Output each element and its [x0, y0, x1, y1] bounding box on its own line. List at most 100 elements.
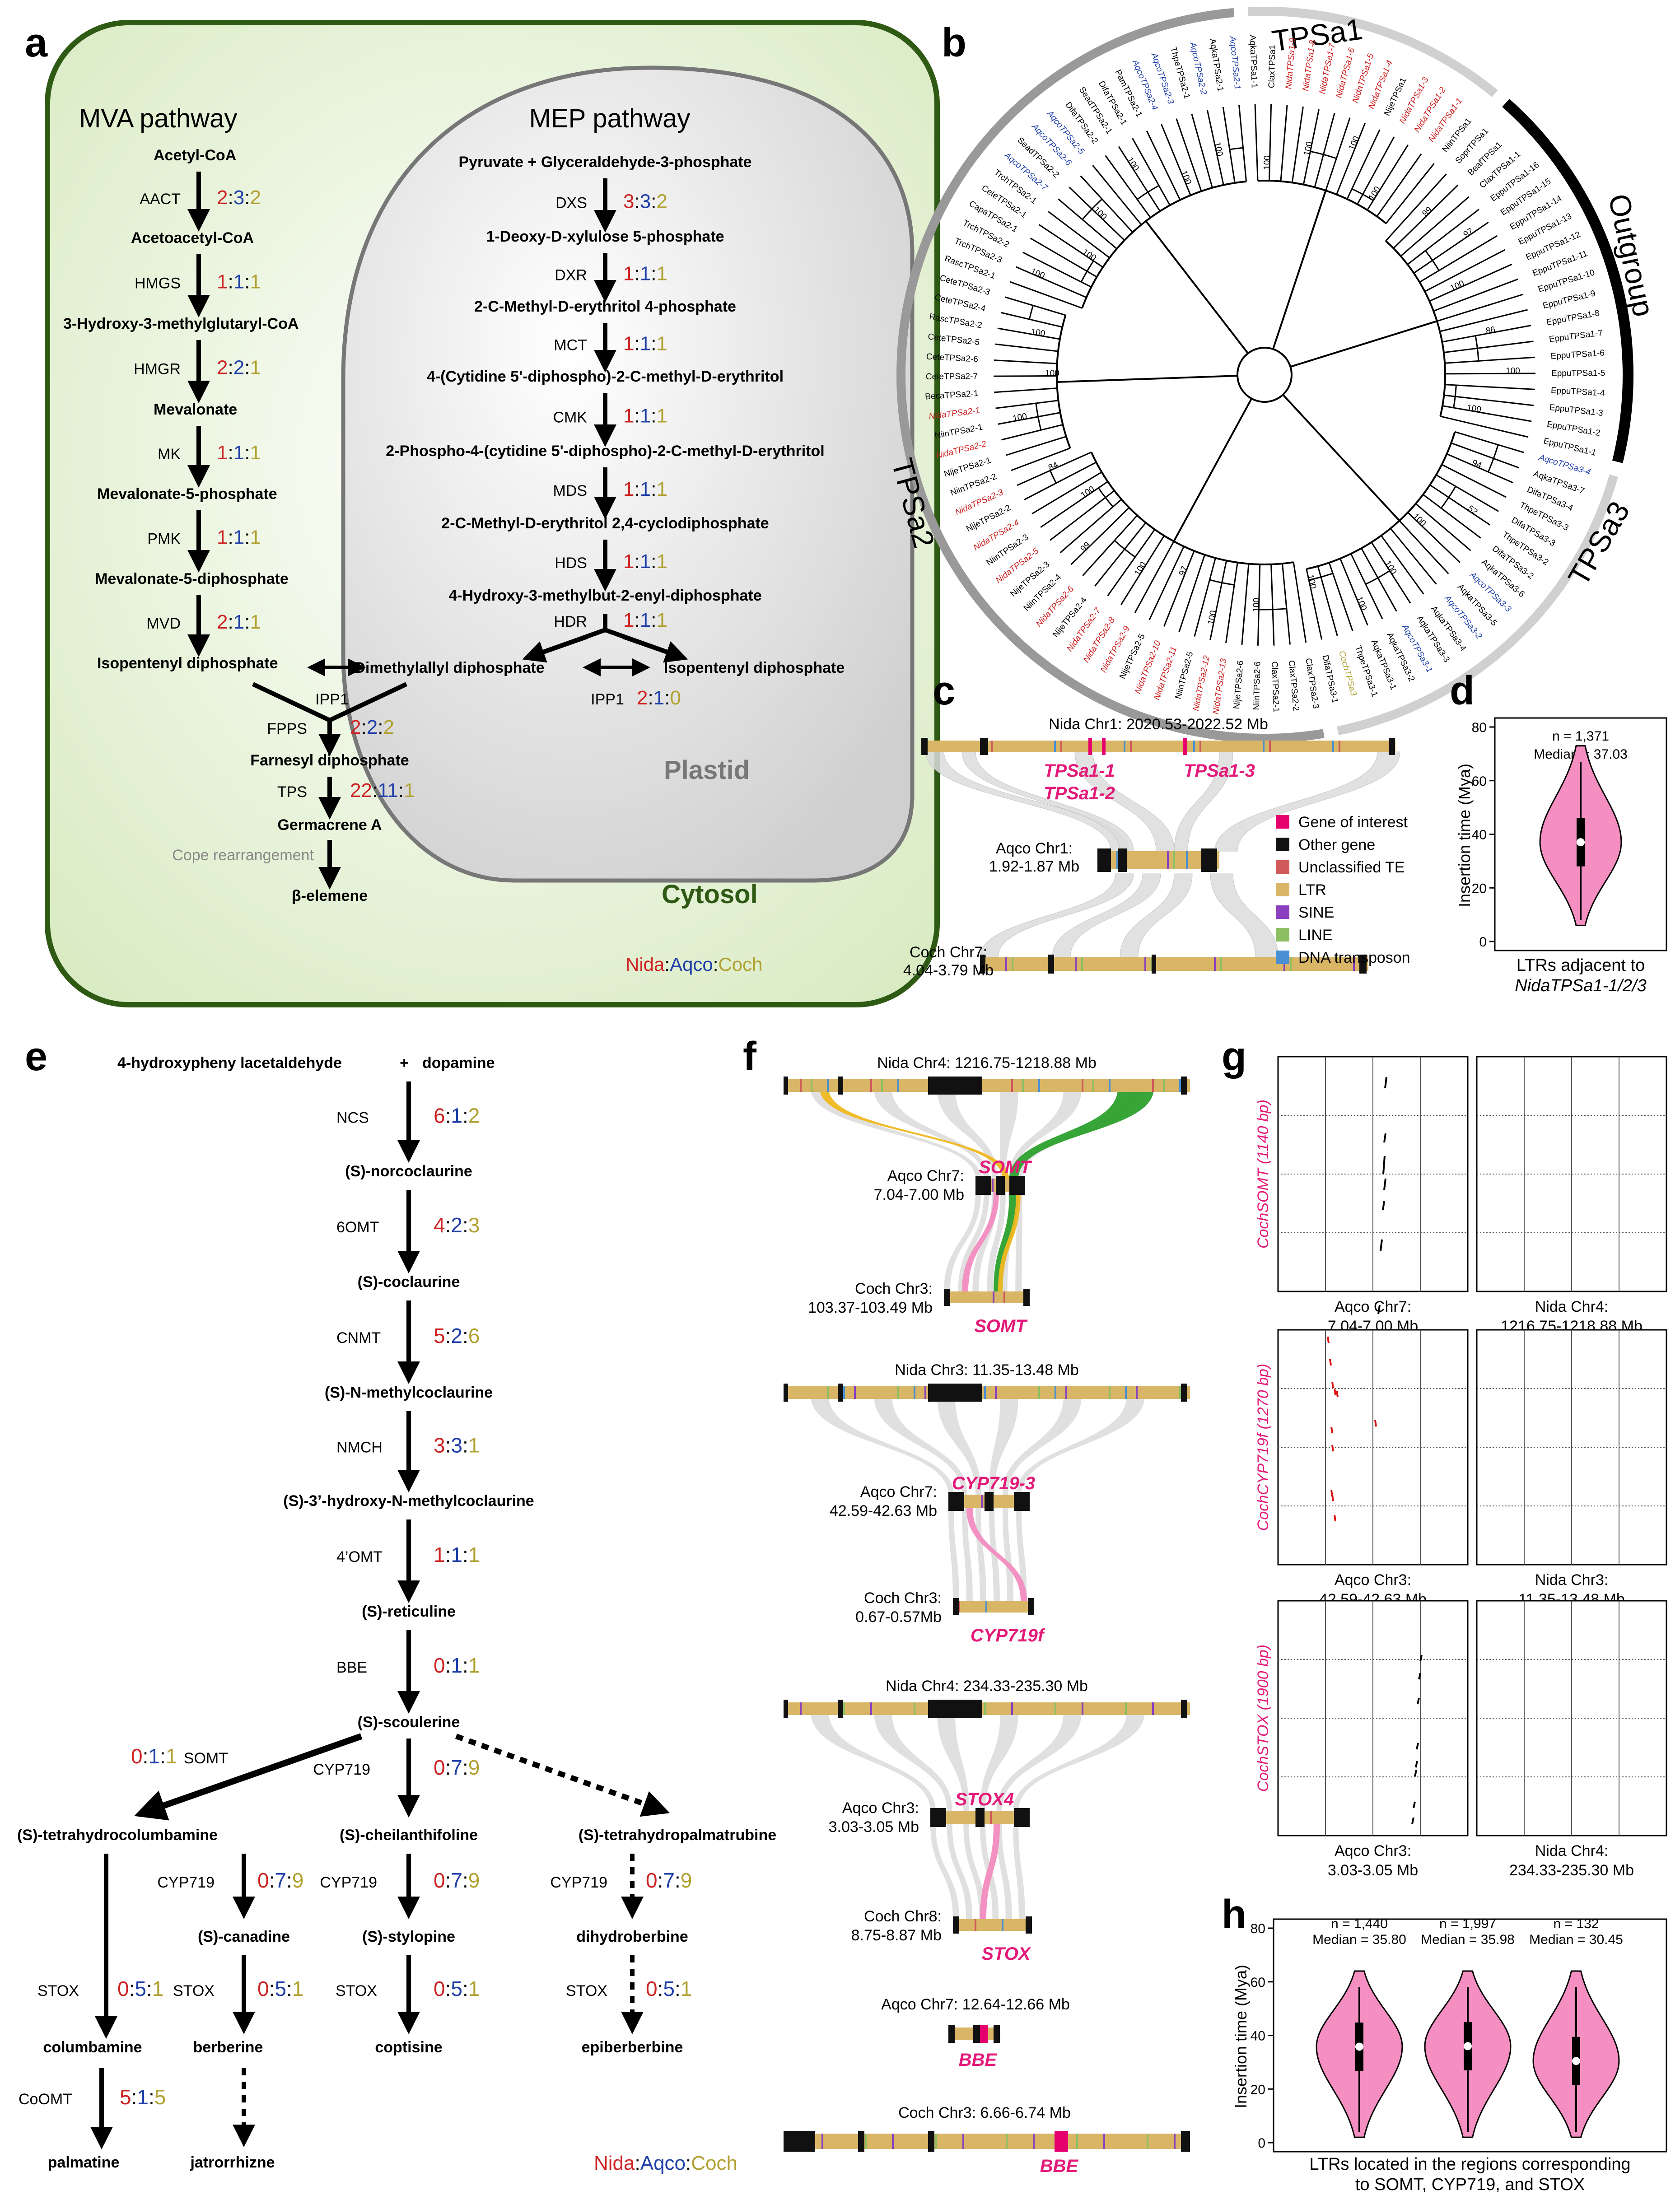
gene-feature	[1014, 1808, 1030, 1827]
gene-feature	[1023, 1289, 1030, 1306]
enzyme-label: AACT	[140, 191, 181, 208]
gene-feature	[928, 1700, 982, 1718]
violin-median	[1355, 2042, 1363, 2051]
dotplot-hit	[1331, 1494, 1334, 1501]
gene-count: 1:1:1	[623, 478, 667, 500]
gene-count: 5:1:5	[120, 2085, 166, 2109]
tree-branch	[1225, 562, 1238, 643]
gene-feature	[784, 1384, 788, 1402]
enzyme-label: CYP719	[320, 1874, 377, 1891]
gene-feature	[1201, 848, 1217, 872]
te-feature	[843, 1702, 845, 1715]
enzyme-label: CNMT	[336, 1329, 381, 1347]
enzyme-label: STOX	[336, 1982, 377, 2000]
gene-name: TPSa1-1	[1044, 761, 1115, 781]
tree-branch	[1280, 104, 1288, 182]
metabolite: Mevalonate-5-diphosphate	[95, 570, 289, 587]
enzyme-label: 4’OMT	[336, 1548, 383, 1566]
enzyme-label: MCT	[554, 337, 587, 354]
tree-branch	[1081, 180, 1246, 309]
reaction-arrow	[622, 634, 688, 663]
x-axis-label: NidaTPSa1-1/2/3	[1515, 976, 1647, 995]
tree-leaf: NiinTPSa2-5	[1173, 651, 1195, 700]
synteny-link	[975, 1508, 986, 1601]
metabolite: 4-(Cytidine 5'-diphospho)-2-C-methyl-D-e…	[427, 368, 784, 385]
tree-branch	[1107, 529, 1156, 597]
tree-branch	[1445, 373, 1535, 375]
metabolite: (S)-reticuline	[362, 1603, 456, 1620]
tree-branch	[1229, 147, 1243, 150]
legend-label: Gene of interest	[1298, 814, 1408, 831]
te-feature	[800, 1079, 802, 1092]
te-feature	[991, 741, 993, 752]
te-feature	[800, 1386, 802, 1399]
track-label: Nida Chr4: 1216.75-1218.88 Mb	[877, 1054, 1097, 1072]
tree-branch	[1092, 165, 1142, 225]
tree-branch	[1058, 198, 1117, 250]
track-label: Coch Chr3: 6.66-6.74 Mb	[898, 2104, 1071, 2121]
te-feature	[1144, 957, 1146, 971]
legend-label: LTR	[1298, 881, 1326, 899]
tree-branch	[1005, 436, 1067, 456]
dotplot-x-label: 3.03-3.05 Mb	[1328, 1862, 1418, 1879]
te-feature	[914, 1386, 915, 1399]
metabolite: (S)-tetrahydropalmatrubine	[579, 1827, 776, 1844]
te-feature	[849, 2134, 850, 2149]
gene-feature	[1048, 955, 1054, 974]
te-feature	[821, 2134, 823, 2149]
metabolite: 2-Phospho-4-(cytidine 5'-diphospho)-2-C-…	[386, 443, 824, 460]
tree-branch	[1442, 325, 1531, 343]
te-feature	[1109, 1702, 1111, 1715]
dotplot-y-label: CochCYP719f (1270 bp)	[1255, 1364, 1272, 1531]
te-feature	[1125, 1386, 1127, 1399]
tree-branch	[1080, 175, 1134, 233]
metabolite: Pyruvate + Glyceraldehyde-3-phosphate	[458, 154, 751, 171]
te-feature	[1092, 1079, 1094, 1092]
gene-feature	[948, 1492, 964, 1511]
tree-branch	[1314, 113, 1335, 188]
tree-branch	[1376, 153, 1422, 217]
te-feature	[928, 741, 929, 752]
te-feature	[1167, 851, 1169, 869]
te-feature	[870, 1386, 872, 1399]
bootstrap-value: 52	[1466, 504, 1479, 517]
synteny-link	[874, 1711, 952, 1811]
tree-branch	[1443, 340, 1534, 354]
panel-e: e 4-hydroxypheny lacetaldehyde+dopamineN…	[17, 1034, 776, 2174]
y-tick-label: 60	[1251, 1975, 1265, 1990]
te-feature	[1269, 741, 1271, 752]
tree-branch	[1145, 220, 1249, 354]
metabolite: (S)-coclaurine	[358, 1273, 460, 1291]
synteny-link	[963, 1824, 986, 1919]
tree-branch	[1134, 541, 1175, 613]
enzyme-label: SOMT	[184, 1750, 228, 1767]
violin-median	[1572, 2057, 1580, 2065]
te-feature	[1136, 1079, 1138, 1092]
tree-branch	[1371, 542, 1411, 604]
te-feature	[1179, 1386, 1181, 1399]
gene-feature	[928, 1077, 982, 1095]
tree-branch	[1209, 560, 1227, 641]
track-label: 8.75-8.87 Mb	[851, 1927, 942, 1944]
tree-leaf: NidaTPSa2-2	[935, 439, 987, 461]
synteny-link	[994, 1192, 1018, 1291]
synteny-link	[937, 1088, 998, 1179]
te-feature	[962, 2134, 964, 2149]
tree-branch	[1439, 309, 1528, 332]
mep-title: MEP pathway	[529, 104, 691, 133]
te-feature	[1006, 2134, 1008, 2149]
tree-branch	[1415, 503, 1471, 551]
tree-branch	[1293, 562, 1307, 643]
enzyme-label: HDS	[555, 555, 587, 572]
legend-species: Nida:Aqco:Coch	[625, 954, 763, 975]
gene-count: 2:2:2	[350, 716, 394, 738]
track-label: 42.59-42.63 Mb	[830, 1502, 937, 1519]
te-feature	[1290, 957, 1292, 971]
gene-feature	[1389, 738, 1395, 755]
tree-branch	[1016, 266, 1087, 298]
tree-branch	[1436, 474, 1499, 512]
enzyme-label: PMK	[147, 531, 181, 548]
tree-branch	[1429, 484, 1491, 526]
te-feature	[827, 1079, 829, 1092]
